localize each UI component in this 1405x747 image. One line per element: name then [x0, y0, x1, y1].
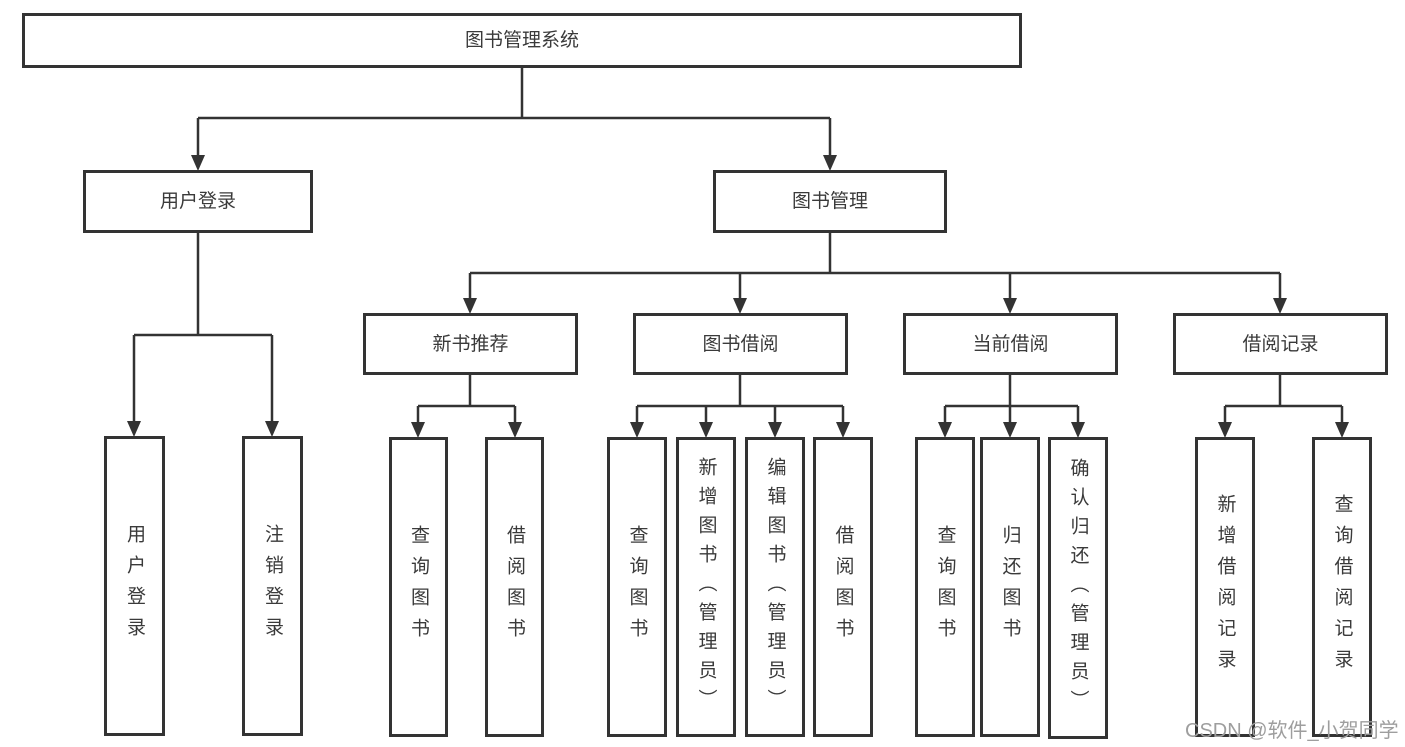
- leaf-label: 注销登录: [262, 524, 283, 648]
- leaf-label: 查询图书: [934, 525, 956, 649]
- node-book-borrowing: 图书借阅: [633, 313, 848, 375]
- node-book-management: 图书管理: [713, 170, 947, 233]
- node-current-borrowing: 当前借阅: [903, 313, 1118, 375]
- node-library-management-system: 图书管理系统: [22, 13, 1022, 68]
- leaf-query-borrow-record: 查询借阅记录: [1312, 437, 1372, 737]
- leaf-label: 新增借阅记录: [1214, 494, 1236, 680]
- leaf-label: 用户登录: [124, 524, 145, 648]
- leaf-logout: 注销登录: [242, 436, 303, 736]
- leaf-edit-books-admin: 编辑图书（管理员）: [745, 437, 805, 737]
- leaf-confirm-return-admin: 确认归还（管理员）: [1048, 437, 1108, 739]
- leaf-label: 新增图书（管理员）: [695, 456, 717, 718]
- csdn-watermark: CSDN @软件_小贺同学: [1185, 720, 1399, 742]
- leaf-query-books-3: 查询图书: [915, 437, 975, 737]
- leaf-label: 归还图书: [999, 525, 1021, 649]
- node-new-book-recommendation: 新书推荐: [363, 313, 578, 375]
- leaf-label: 查询图书: [408, 525, 429, 649]
- leaf-return-books: 归还图书: [980, 437, 1040, 737]
- leaf-label: 借阅图书: [504, 525, 525, 649]
- leaf-label: 确认归还（管理员）: [1067, 457, 1089, 719]
- node-user-login: 用户登录: [83, 170, 313, 233]
- leaf-label: 查询借阅记录: [1331, 494, 1353, 680]
- leaf-label: 查询图书: [626, 525, 648, 649]
- leaf-label: 借阅图书: [832, 525, 854, 649]
- leaf-add-books-admin: 新增图书（管理员）: [676, 437, 736, 737]
- leaf-user-login: 用户登录: [104, 436, 165, 736]
- node-borrowing-records: 借阅记录: [1173, 313, 1388, 375]
- leaf-label: 编辑图书（管理员）: [764, 456, 786, 718]
- leaf-query-books-1: 查询图书: [389, 437, 448, 737]
- leaf-query-books-2: 查询图书: [607, 437, 667, 737]
- leaf-borrow-books-1: 借阅图书: [485, 437, 544, 737]
- leaf-add-borrow-record: 新增借阅记录: [1195, 437, 1255, 737]
- leaf-borrow-books-2: 借阅图书: [813, 437, 873, 737]
